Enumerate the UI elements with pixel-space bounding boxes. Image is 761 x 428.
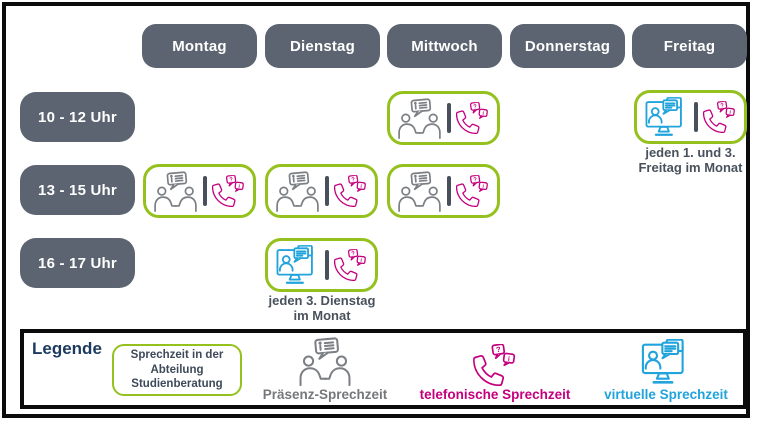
telefon-sprechzeit-icon (703, 101, 737, 133)
telefon-sprechzeit-icon (334, 249, 368, 281)
praesenz-sprechzeit-icon (298, 336, 352, 386)
cell-divider (325, 176, 329, 206)
cell-divider (325, 250, 329, 280)
cell-caption-freitag: jeden 1. und 3. Freitag im Monat (638, 145, 743, 175)
virtuelle-sprechzeit-icon (640, 336, 692, 386)
telefon-sprechzeit-icon (334, 175, 368, 207)
legend-label-praesenz: Präsenz-Sprechzeit (262, 387, 388, 402)
cell-montag-13-15 (143, 164, 256, 218)
legend-label-telefonisch: telefonische Sprechzeit (419, 387, 571, 402)
praesenz-sprechzeit-icon (397, 98, 442, 139)
cell-divider (447, 176, 451, 206)
day-header-donnerstag: Donnerstag (510, 24, 625, 68)
legend-box-sprechzeit-abteilung: Sprechzeit in der Abteilung Studienberat… (112, 344, 242, 396)
time-label-13-15: 13 - 15 Uhr (20, 165, 135, 215)
day-header-freitag: Freitag (632, 24, 747, 68)
telefon-sprechzeit-icon (456, 102, 490, 134)
telefon-sprechzeit-icon (473, 336, 518, 386)
cell-dienstag-13-15 (265, 164, 378, 218)
praesenz-sprechzeit-icon (153, 171, 198, 212)
cell-mittwoch-10-12 (387, 91, 500, 145)
day-header-mittwoch: Mittwoch (387, 24, 502, 68)
day-header-dienstag: Dienstag (265, 24, 380, 68)
legend-title: Legende (32, 339, 102, 358)
praesenz-sprechzeit-icon (275, 171, 320, 212)
cell-mittwoch-13-15 (387, 164, 500, 218)
cell-dienstag-16-17 (265, 238, 378, 292)
legend-item-telefonisch: telefonische Sprechzeit (410, 336, 580, 404)
legend-item-virtuell: virtuelle Sprechzeit (581, 336, 751, 404)
legend: Legende Sprechzeit in der Abteilung Stud… (20, 329, 747, 409)
legend-item-praesenz: Präsenz-Sprechzeit (240, 336, 410, 404)
day-header-montag: Montag (142, 24, 257, 68)
time-label-10-12: 10 - 12 Uhr (20, 92, 135, 142)
cell-caption-dienstag: jeden 3. Dienstag im Monat (268, 293, 376, 323)
telefon-sprechzeit-icon (456, 175, 490, 207)
virtuelle-sprechzeit-icon (275, 245, 320, 286)
legend-label-virtuell: virtuelle Sprechzeit (604, 387, 728, 402)
cell-divider (447, 103, 451, 133)
time-label-16-17: 16 - 17 Uhr (20, 238, 135, 288)
cell-divider (694, 102, 698, 132)
virtuelle-sprechzeit-icon (644, 97, 689, 138)
praesenz-sprechzeit-icon (397, 171, 442, 212)
sprechzeiten-schedule-board: Montag Dienstag Mittwoch Donnerstag Frei… (2, 2, 750, 418)
cell-divider (203, 176, 207, 206)
cell-freitag-10-12 (634, 90, 747, 144)
telefon-sprechzeit-icon (212, 175, 246, 207)
